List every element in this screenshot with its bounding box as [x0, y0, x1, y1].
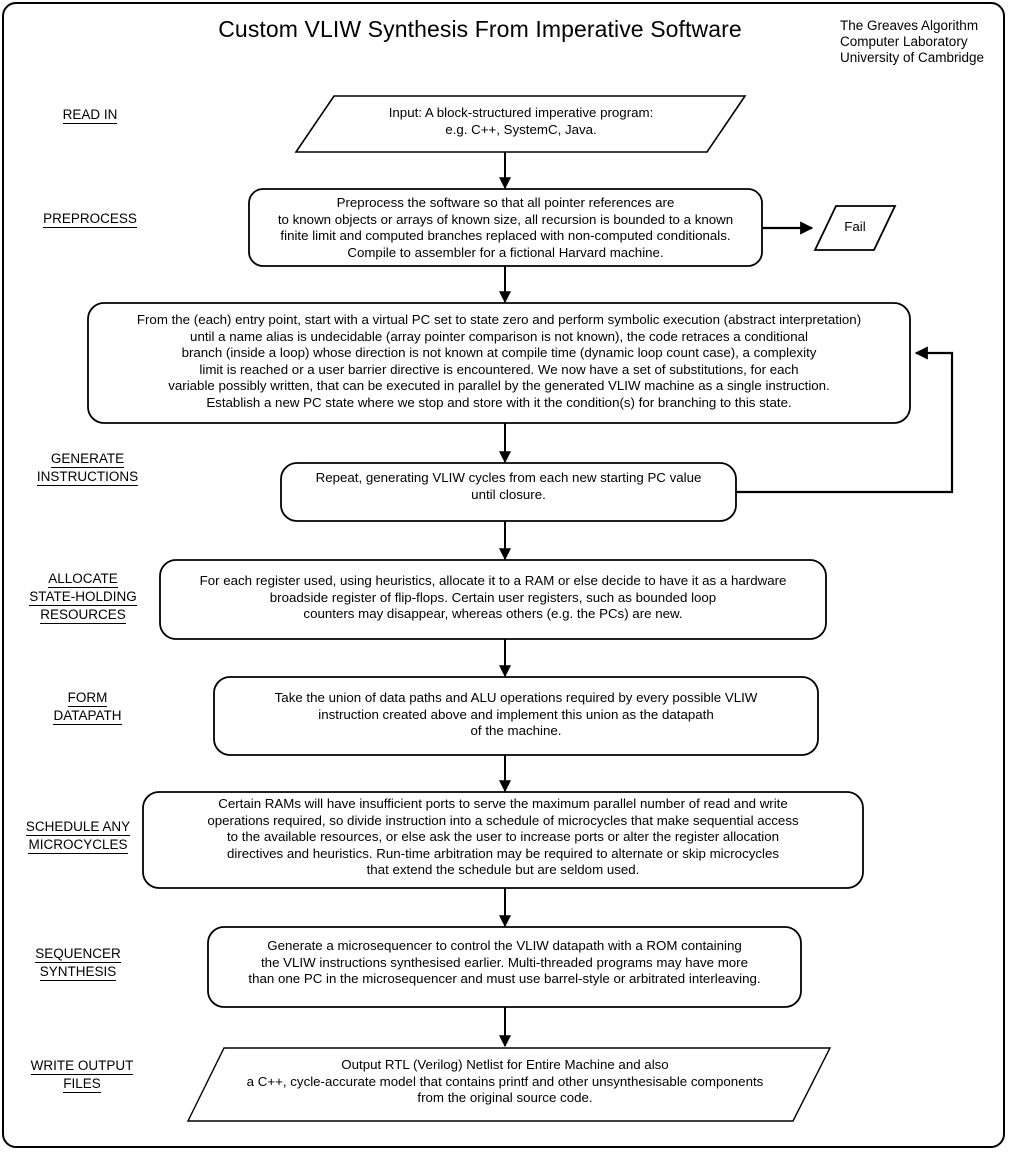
output-node-line-0: Output RTL (Verilog) Netlist for Entire … — [341, 1057, 669, 1072]
allocate-node-text: For each register used, using heuristics… — [160, 573, 826, 623]
symbolic-execution-node-text: From the (each) entry point, start with … — [88, 312, 910, 412]
microcycles-node-text: Certain RAMs will have insufficient port… — [143, 796, 863, 879]
stage-label-form-datapath-line-1: DATAPATH — [53, 708, 122, 725]
stage-label-microcycles-line-1: MICROCYCLES — [28, 837, 128, 854]
datapath-node-line-1: instruction created above and implement … — [318, 706, 714, 722]
microcycles-node-line-1: operations required, so divide instructi… — [207, 812, 799, 828]
credit-line-3: University of Cambridge — [840, 50, 985, 65]
allocate-node-line-0: For each register used, using heuristics… — [199, 573, 787, 588]
preprocess-node-line-2: finite limit and computed branches repla… — [280, 228, 731, 244]
preprocess-node-text: Preprocess the software so that all poin… — [249, 195, 762, 261]
repeat-node-line-1: until closure. — [471, 486, 546, 502]
stage-label-write-output-files: WRITE OUTPUT FILES — [8, 1057, 156, 1093]
repeat-node-line-0: Repeat, generating VLIW cycles from each… — [315, 470, 702, 485]
symbolic-node-line-3: limit is reached or a user barrier direc… — [199, 361, 799, 377]
microcycles-node-line-3: directives and heuristics. Run-time arbi… — [226, 845, 780, 861]
stage-label-allocate-line-2: RESOURCES — [40, 607, 126, 624]
microcycles-node-line-4: that extend the schedule but are seldom … — [366, 862, 640, 878]
stage-label-generate-instructions-line-1: INSTRUCTIONS — [36, 469, 139, 486]
stage-label-microcycles-line-0: SCHEDULE ANY — [25, 819, 131, 836]
allocate-node-line-2: counters may disappear, whereas others (… — [303, 606, 683, 622]
sequencer-node-line-1: the VLIW instructions synthesised earlie… — [260, 954, 749, 970]
input-node-line-0: Input: A block-structured imperative pro… — [388, 105, 654, 120]
stage-label-preprocess-line-0: PREPROCESS — [43, 211, 137, 228]
symbolic-node-line-0: From the (each) entry point, start with … — [136, 312, 862, 327]
datapath-node-line-2: of the machine. — [470, 723, 562, 739]
sequencer-node-text: Generate a microsequencer to control the… — [208, 938, 801, 988]
output-node-line-2: from the original source code. — [417, 1090, 593, 1106]
stage-label-schedule-any-microcycles: SCHEDULE ANY MICROCYCLES — [8, 818, 148, 854]
output-node-text: Output RTL (Verilog) Netlist for Entire … — [190, 1057, 820, 1107]
symbolic-node-line-2: branch (inside a loop) whose direction i… — [181, 345, 817, 361]
sequencer-node-line-0: Generate a microsequencer to control the… — [267, 938, 742, 953]
fail-node-line-0: Fail — [844, 219, 866, 234]
sequencer-node-line-2: than one PC in the microsequencer and mu… — [248, 971, 761, 987]
stage-label-form-datapath-line-0: FORM — [67, 690, 108, 707]
symbolic-node-line-4: variable possibly written, that can be e… — [168, 378, 830, 394]
credit-block: The Greaves Algorithm Computer Laborator… — [840, 18, 984, 66]
symbolic-node-line-1: until a name alias is undecidable (array… — [190, 328, 808, 344]
preprocess-node-line-3: Compile to assembler for a fictional Har… — [347, 244, 664, 260]
stage-label-read-in: READ IN — [20, 106, 160, 124]
datapath-node-line-0: Take the union of data paths and ALU ope… — [274, 690, 758, 705]
stage-label-read-in-line-0: READ IN — [62, 107, 118, 124]
allocate-node-line-1: broadside register of flip-flops. Certai… — [269, 589, 717, 605]
stage-label-sequencer-line-1: SYNTHESIS — [39, 964, 117, 981]
input-node-line-1: e.g. C++, SystemC, Java. — [445, 121, 597, 137]
stage-label-allocate-line-1: STATE-HOLDING — [29, 589, 137, 606]
datapath-node-text: Take the union of data paths and ALU ope… — [214, 690, 818, 740]
symbolic-node-line-5: Establish a new PC state where we stop a… — [206, 394, 792, 410]
credit-line-2: Computer Laboratory — [840, 34, 968, 49]
credit-line-1: The Greaves Algorithm — [840, 18, 979, 33]
stage-label-form-datapath: FORM DATAPATH — [15, 689, 160, 725]
repeat-node-text: Repeat, generating VLIW cycles from each… — [281, 470, 736, 503]
stage-label-generate-instructions: GENERATE INSTRUCTIONS — [15, 450, 160, 486]
microcycles-node-line-0: Certain RAMs will have insufficient port… — [218, 796, 788, 811]
stage-label-allocate-line-0: ALLOCATE — [48, 571, 118, 588]
fail-node-text: Fail — [815, 219, 895, 236]
page-title: Custom VLIW Synthesis From Imperative So… — [218, 16, 742, 42]
stage-label-write-output-line-1: FILES — [63, 1076, 101, 1093]
input-node-text: Input: A block-structured imperative pro… — [296, 105, 746, 138]
output-node-line-1: a C++, cycle-accurate model that contain… — [246, 1073, 764, 1089]
microcycles-node-line-2: to the available resources, or else ask … — [226, 829, 780, 845]
stage-label-generate-instructions-line-0: GENERATE — [50, 451, 125, 468]
preprocess-node-line-1: to known objects or arrays of known size… — [277, 211, 734, 227]
stage-label-preprocess: PREPROCESS — [20, 210, 160, 228]
stage-label-write-output-line-0: WRITE OUTPUT — [30, 1058, 134, 1075]
stage-label-sequencer-line-0: SEQUENCER — [35, 946, 121, 963]
stage-label-sequencer-synthesis: SEQUENCER SYNTHESIS — [8, 945, 148, 981]
stage-label-allocate-state-holding-resources: ALLOCATE STATE-HOLDING RESOURCES — [8, 570, 158, 624]
preprocess-node-line-0: Preprocess the software so that all poin… — [336, 195, 675, 210]
